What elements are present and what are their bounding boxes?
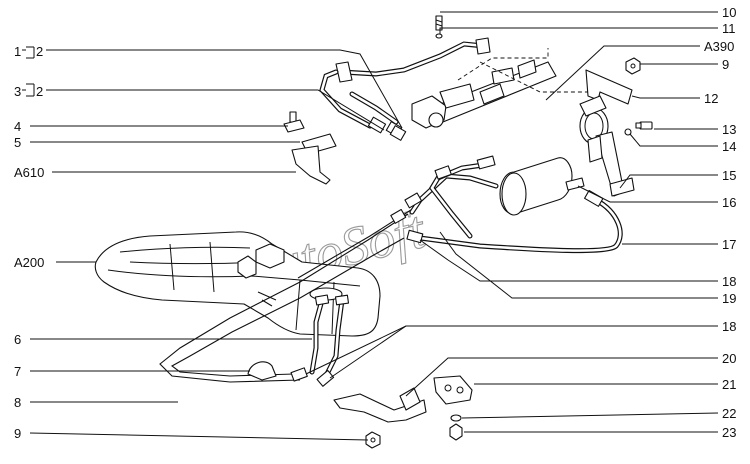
callout-14: 14 <box>722 139 736 154</box>
callout-9: 9 <box>14 426 21 441</box>
callout-11: 11 <box>722 21 736 36</box>
tank-outlet-hoses <box>309 294 350 379</box>
nut-23 <box>449 423 463 441</box>
callout-9-upper: 9 <box>722 57 729 72</box>
callout-21: 21 <box>722 377 736 392</box>
nut-9-lower <box>365 431 381 449</box>
callout-1: 1 <box>14 44 21 59</box>
callout-18-lower: 18 <box>722 319 736 334</box>
line-clip <box>247 361 277 381</box>
callout-17: 17 <box>722 237 736 252</box>
callout-15: 15 <box>722 168 736 183</box>
callout-2-return: 2 <box>36 84 43 99</box>
heat-shield <box>333 387 427 423</box>
fuel-supply-tube <box>319 37 491 137</box>
filter-clamp-bracket <box>579 69 635 197</box>
nut-9-upper <box>625 57 641 75</box>
washer-14 <box>624 128 632 136</box>
hose-connectors-lower <box>290 367 335 387</box>
hose-19 <box>409 161 499 239</box>
bracket-assembly <box>283 111 337 185</box>
right-callouts: 10 11 A390 9 12 13 14 15 16 17 18 19 18 … <box>704 5 736 440</box>
callout-4: 4 <box>14 119 21 134</box>
callout-8: 8 <box>14 395 21 410</box>
callout-7: 7 <box>14 364 21 379</box>
callout-19: 19 <box>722 291 736 306</box>
callout-2: 2 <box>36 44 43 59</box>
bolt-13 <box>635 121 653 130</box>
leader-lines <box>22 11 719 441</box>
hose-connectors-upper <box>390 155 496 244</box>
callout-3: 3 <box>14 84 21 99</box>
hose-clip-21 <box>433 375 473 405</box>
bolt-10 <box>435 15 443 31</box>
washer-22 <box>450 414 462 422</box>
callout-12: 12 <box>704 91 718 106</box>
callout-A610: A610 <box>14 165 44 180</box>
callout-23: 23 <box>722 425 736 440</box>
left-callouts: 1 2 3 2 4 5 A610 A200 6 7 8 9 <box>14 44 44 441</box>
callout-5: 5 <box>14 135 21 150</box>
callout-A390: A390 <box>704 39 734 54</box>
fuel-filter <box>499 157 585 216</box>
hose-17 <box>417 189 623 254</box>
washer-11 <box>435 33 443 39</box>
callout-18-upper: 18 <box>722 274 736 289</box>
callout-22: 22 <box>722 406 736 421</box>
callout-13: 13 <box>722 122 736 137</box>
fuel-return-tube <box>349 91 407 141</box>
fuel-rail <box>411 48 600 129</box>
fuel-tank <box>94 231 381 337</box>
callout-16: 16 <box>722 195 736 210</box>
callout-10: 10 <box>722 5 736 20</box>
callout-A200: A200 <box>14 255 44 270</box>
callout-20: 20 <box>722 351 736 366</box>
callout-6: 6 <box>14 332 21 347</box>
